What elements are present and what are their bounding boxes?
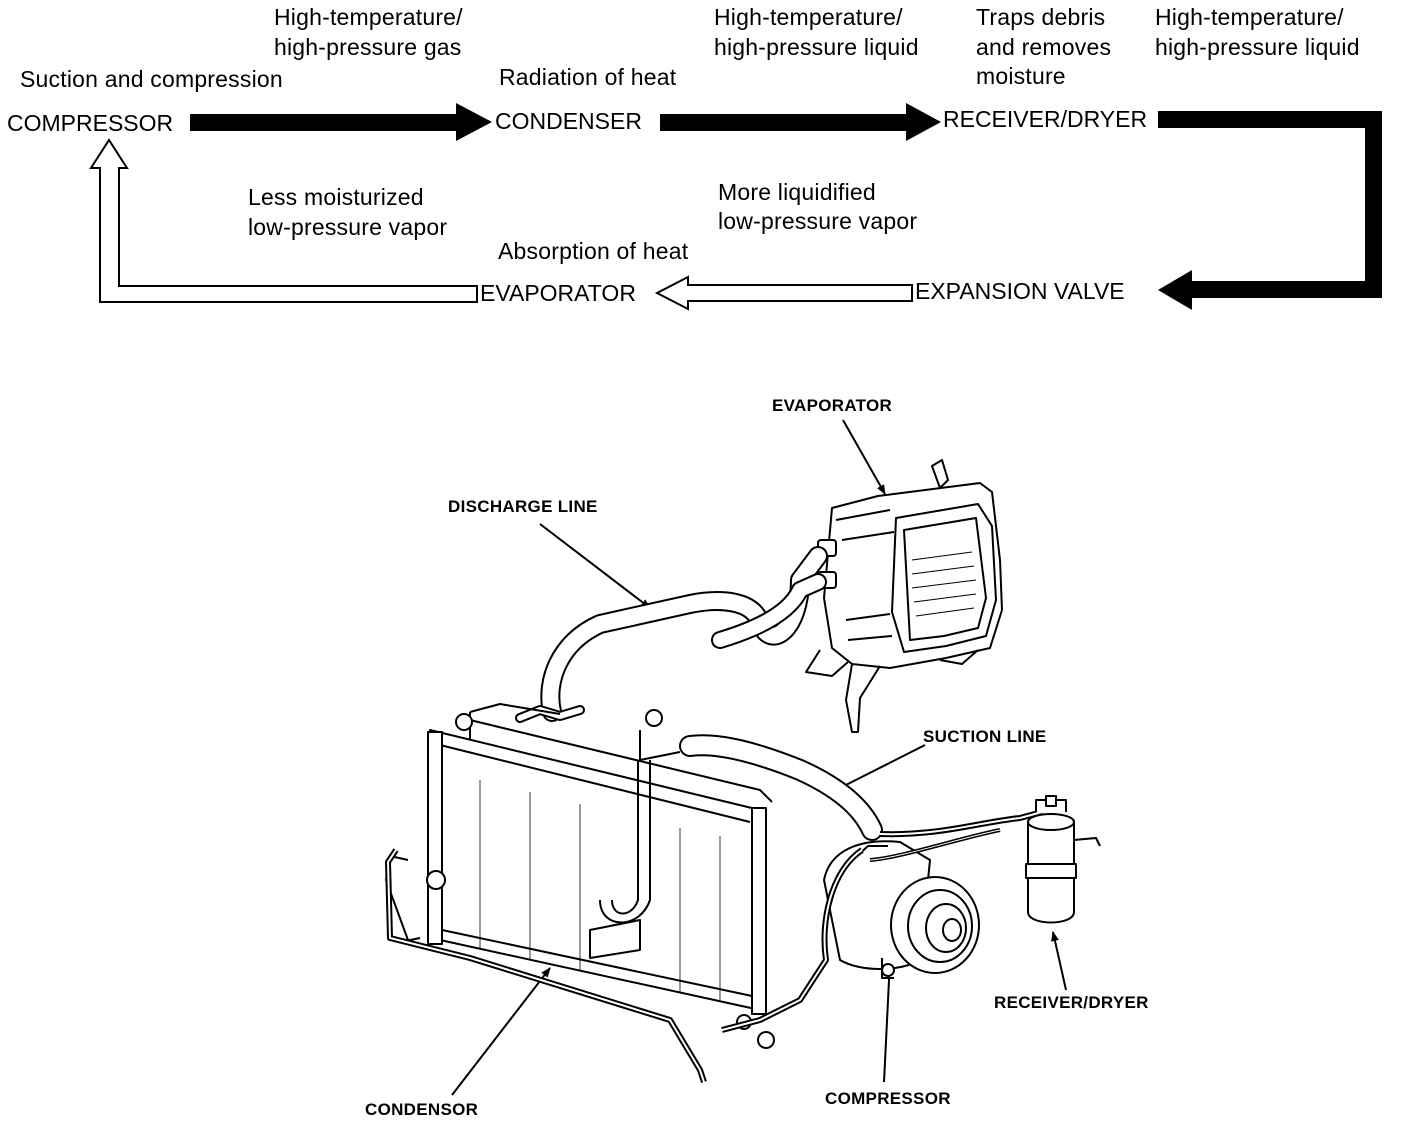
flow-arrow-expansion-to-evaporator xyxy=(654,275,913,311)
callout-receiver-dryer: RECEIVER/DRYER xyxy=(994,993,1149,1012)
callout-evaporator: EVAPORATOR xyxy=(772,396,893,415)
discharge-line-illustration xyxy=(515,546,828,723)
callout-suction-line: SUCTION LINE xyxy=(923,727,1047,746)
note-receiver-function-line3: moisture xyxy=(976,63,1066,89)
note-receiver-function-line1: Traps debris xyxy=(976,4,1106,30)
suction-line-illustration xyxy=(679,734,883,841)
flow-arrow-compressor-to-condenser xyxy=(190,103,492,141)
note-receiver-output-line2: high-pressure liquid xyxy=(1155,34,1360,60)
note-condenser-function: Radiation of heat xyxy=(499,64,677,90)
note-evaporator-output-line2: low-pressure vapor xyxy=(248,214,448,240)
note-compressor-function: Suction and compression xyxy=(20,66,283,92)
node-expansion-valve: EXPANSION VALVE xyxy=(915,278,1125,304)
note-receiver-output-line1: High-temperature/ xyxy=(1155,4,1344,30)
flow-arrow-condenser-to-receiver xyxy=(660,103,941,141)
callout-condensor: CONDENSOR xyxy=(365,1100,479,1119)
condenser-illustration xyxy=(385,703,775,1083)
node-condenser: CONDENSER xyxy=(495,108,642,134)
note-expansion-output-line1: More liquidified xyxy=(718,179,876,205)
node-compressor: COMPRESSOR xyxy=(7,110,174,136)
note-condenser-output-line1: High-temperature/ xyxy=(714,4,903,30)
note-evaporator-output-line1: Less moisturized xyxy=(248,184,424,210)
flow-arrow-receiver-to-expansion xyxy=(1158,111,1382,310)
liquid-lines-illustration xyxy=(721,809,1043,1033)
note-compressor-output-line2: high-pressure gas xyxy=(274,34,462,60)
callout-leaders xyxy=(451,419,1067,1096)
callout-discharge-line: DISCHARGE LINE xyxy=(448,497,598,516)
node-evaporator: EVAPORATOR xyxy=(480,280,636,306)
note-condenser-output-line2: high-pressure liquid xyxy=(714,34,919,60)
note-expansion-output-line2: low-pressure vapor xyxy=(718,208,918,234)
evaporator-unit-illustration xyxy=(805,459,1003,733)
node-receiver-dryer: RECEIVER/DRYER xyxy=(943,106,1148,132)
compressor-illustration xyxy=(823,840,980,979)
note-receiver-function-line2: and removes xyxy=(976,34,1112,60)
receiver-dryer-illustration xyxy=(1025,795,1101,924)
note-evaporator-function: Absorption of heat xyxy=(498,238,689,264)
note-compressor-output-line1: High-temperature/ xyxy=(274,4,463,30)
flow-arrow-evaporator-to-compressor xyxy=(89,138,478,303)
callout-compressor: COMPRESSOR xyxy=(825,1089,951,1108)
